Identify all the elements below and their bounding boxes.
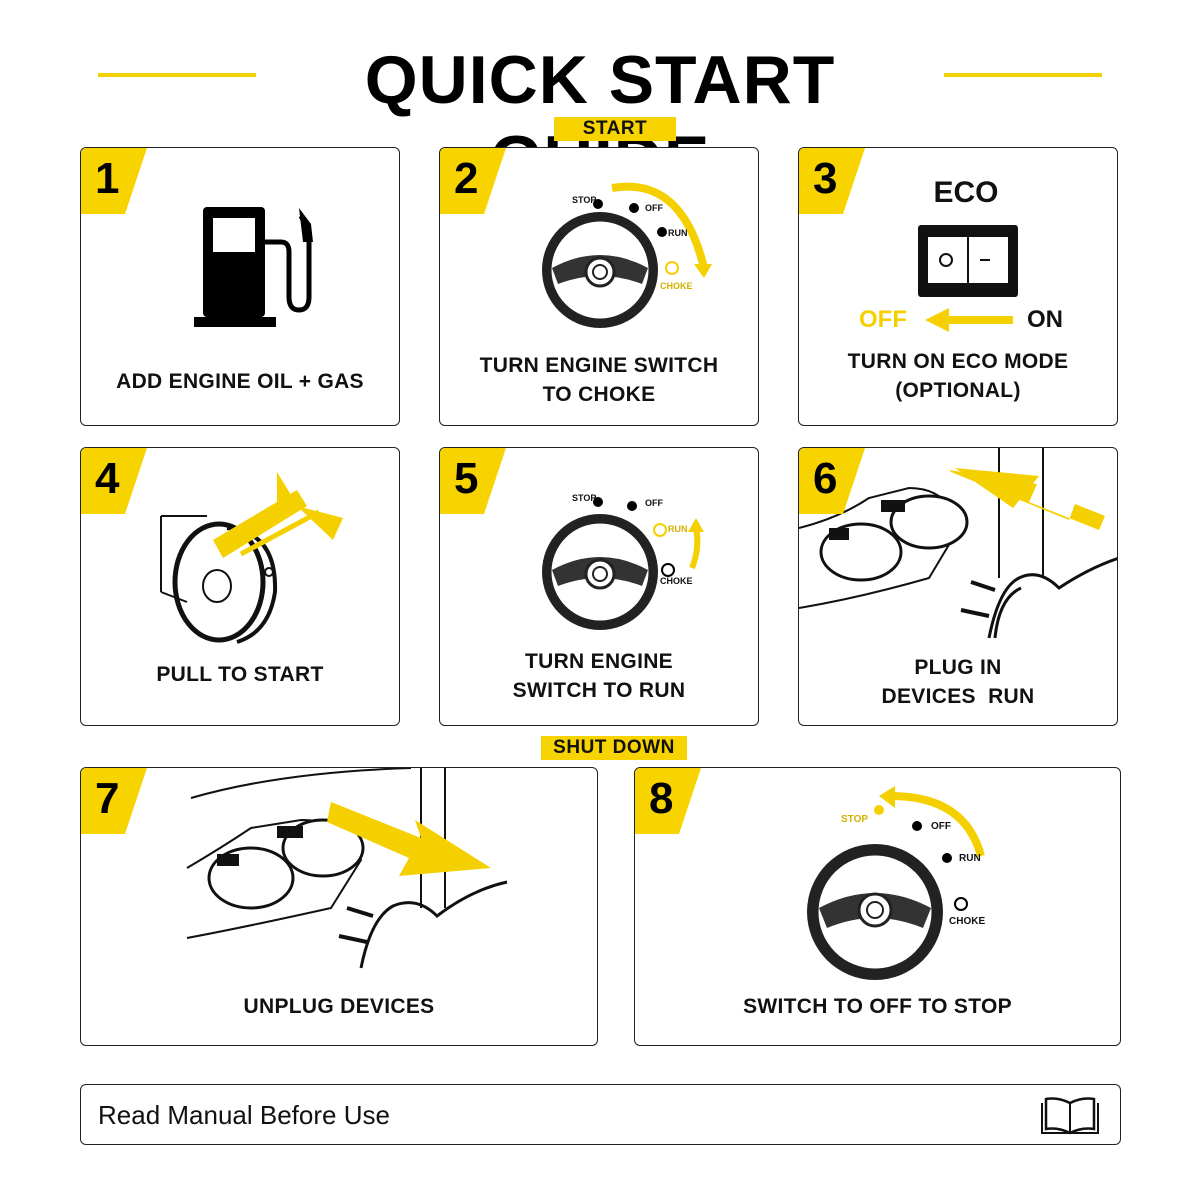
fuel-pump-icon xyxy=(194,207,313,327)
plug-in-outlet-icon xyxy=(799,448,1117,639)
step-card-5: 5 STOP OFF RUN CHOKE TURN ENGINE SWITCH … xyxy=(439,447,759,726)
step-number: 1 xyxy=(95,154,120,203)
dial-label-choke: CHOKE xyxy=(660,576,693,586)
dial-label-off: OFF xyxy=(645,498,663,508)
dial-label-run: RUN xyxy=(959,853,981,864)
title-row: QUICK START GUIDE xyxy=(0,40,1200,198)
eco-rocker-switch-icon xyxy=(918,225,1018,297)
dial-label-off: OFF xyxy=(931,821,951,832)
step-card-1: 1 ADD ENGINE OIL + GAS xyxy=(80,147,400,426)
step-card-3: 3 ECO OFF ON TURN ON ECO MODE (OPTIONAL) xyxy=(798,147,1118,426)
step-caption-line: TURN ENGINE SWITCH xyxy=(479,354,719,377)
pull-start-recoil-icon xyxy=(160,472,343,644)
engine-switch-dial-icon xyxy=(542,497,704,630)
step-caption-line: TO CHOKE xyxy=(542,383,656,406)
step-caption-line: SWITCH TO OFF TO STOP xyxy=(743,995,1012,1018)
step-caption-line: DEVICES RUN xyxy=(881,685,1035,708)
step-number: 2 xyxy=(454,154,479,203)
step-caption-line: TURN ENGINE xyxy=(525,650,673,673)
step-caption-line: PLUG IN xyxy=(914,656,1002,679)
step-number-badge: 3 xyxy=(799,148,865,214)
engine-switch-dial-icon xyxy=(542,182,712,328)
step-number-badge: 1 xyxy=(81,148,147,214)
footer-text: Read Manual Before Use xyxy=(98,1100,390,1130)
footer-note: Read Manual Before Use xyxy=(80,1084,1121,1145)
step-number: 7 xyxy=(95,774,120,823)
step-card-4: 4 PULL TO START xyxy=(80,447,400,726)
dial-label-off: OFF xyxy=(645,203,663,213)
step-number: 6 xyxy=(813,454,838,503)
step-card-8: 8 STOP OFF RUN CHOKE SWITCH TO OFF TO ST… xyxy=(634,767,1121,1046)
step-card-6: 6 PLUG IN DEVICES RUN xyxy=(798,447,1118,726)
step-number-badge: 4 xyxy=(81,448,147,514)
step-card-7: 7 UNPLUG DEVICES xyxy=(80,767,598,1046)
arrow-left-icon xyxy=(925,308,1013,332)
step-number-badge: 8 xyxy=(635,768,701,834)
step-caption-line: SWITCH TO RUN xyxy=(512,679,686,702)
title-rule-left xyxy=(98,73,256,77)
unplug-outlet-icon xyxy=(186,768,508,969)
eco-on-label: ON xyxy=(1027,306,1063,333)
section-tag-start: START xyxy=(554,117,676,141)
dial-label-stop: STOP xyxy=(841,814,869,825)
book-icon xyxy=(1041,1097,1099,1135)
eco-label: ECO xyxy=(933,176,999,209)
step-card-2: 2 STOP OFF RUN CHOKE TURN ENGINE SWITCH … xyxy=(439,147,759,426)
dial-label-stop: STOP xyxy=(572,493,597,503)
dial-label-run: RUN xyxy=(668,524,688,534)
step-number: 8 xyxy=(649,774,674,823)
step-number-badge: 5 xyxy=(440,448,506,514)
dial-label-run: RUN xyxy=(668,228,688,238)
eco-off-label: OFF xyxy=(859,306,907,333)
step-caption-line: TURN ON ECO MODE xyxy=(847,350,1069,373)
dial-label-choke: CHOKE xyxy=(660,281,693,291)
dial-label-choke: CHOKE xyxy=(949,916,986,927)
step-number: 3 xyxy=(813,154,838,203)
section-tag-shutdown: SHUT DOWN xyxy=(541,736,687,760)
step-number: 5 xyxy=(454,454,479,503)
step-number-badge: 2 xyxy=(440,148,506,214)
step-number-badge: 6 xyxy=(799,448,865,514)
step-caption-line: (OPTIONAL) xyxy=(895,379,1021,402)
step-caption-line: UNPLUG DEVICES xyxy=(243,995,435,1018)
title-rule-right xyxy=(944,73,1102,77)
step-number: 4 xyxy=(95,454,120,503)
step-number-badge: 7 xyxy=(81,768,147,834)
step-caption-line: PULL TO START xyxy=(156,663,324,686)
engine-switch-dial-icon xyxy=(807,786,985,980)
step-caption-line: ADD ENGINE OIL + GAS xyxy=(116,370,364,393)
dial-label-stop: STOP xyxy=(572,195,597,205)
